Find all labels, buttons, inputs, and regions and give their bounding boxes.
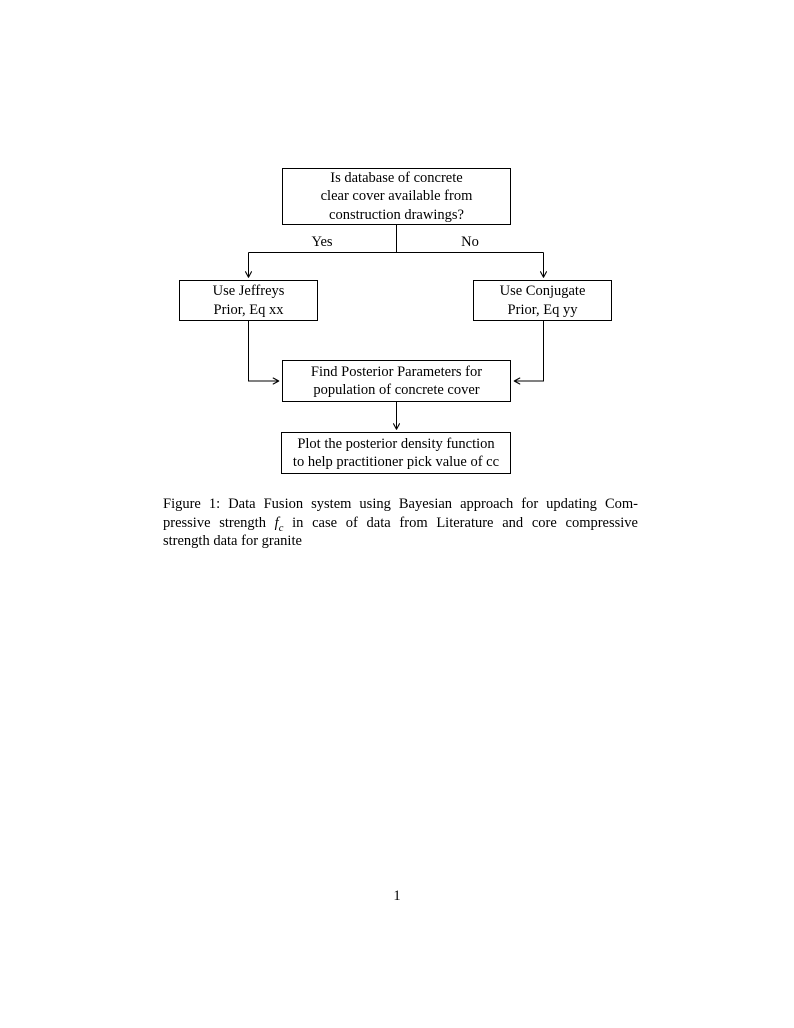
no-branch-label: No [461,234,479,250]
conjugate-prior-box-line: Prior, Eq yy [507,301,578,318]
figure-caption-text: pressive strength [163,514,266,531]
fc-math-symbol: fc [274,514,284,534]
decision-box-line: construction drawings? [329,206,464,223]
jeffreys-prior-box-line: Use Jeffreys [212,283,285,300]
arrow-conjugate-to-posterior [513,321,544,385]
figure-caption-line: Figure 1: Data Fusion system using Bayes… [163,496,638,512]
figure-caption-text: in case of data from Literature and core… [292,514,638,531]
decision-box-line: clear cover available from [320,188,473,205]
posterior-parameters-box-line: population of concrete cover [313,382,480,398]
decision-box-line: Is database of concrete [330,170,463,187]
jeffreys-prior-box: Use Jeffreys Prior, Eq xx [179,280,318,321]
jeffreys-prior-box-line: Prior, Eq xx [213,301,284,318]
page-number: 1 [393,888,401,904]
yes-branch-label: Yes [311,234,333,250]
plot-density-box: Plot the posterior density function to h… [281,432,511,474]
figure-caption-line: strength data for granite [163,533,302,549]
figure-caption-line: pressive strength fc in case of data fro… [163,514,638,534]
plot-density-box-line: Plot the posterior density function [297,435,495,452]
decision-box: Is database of concrete clear cover avai… [282,168,511,225]
conjugate-prior-box: Use Conjugate Prior, Eq yy [473,280,612,321]
posterior-parameters-box: Find Posterior Parameters for population… [282,360,511,402]
conjugate-prior-box-line: Use Conjugate [499,283,586,300]
posterior-parameters-box-line: Find Posterior Parameters for [310,363,483,380]
figure-caption: Figure 1: Data Fusion system using Bayes… [163,495,638,551]
plot-density-box-line: to help practitioner pick value of cc [292,454,500,470]
arrow-jeffreys-to-posterior [248,321,280,385]
